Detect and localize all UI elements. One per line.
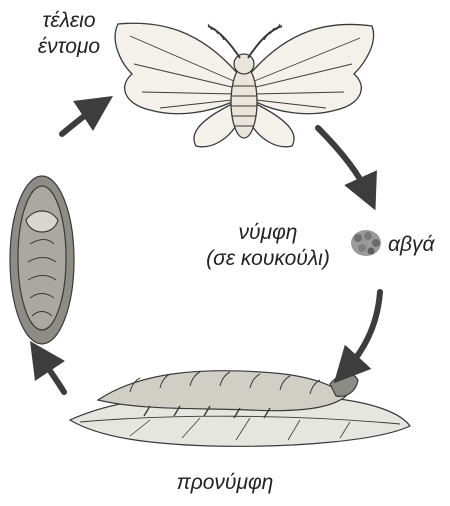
pupa-cocoon-illustration	[10, 176, 74, 344]
arrow-adult-to-eggs	[318, 128, 368, 194]
arrow-eggs-to-larva	[346, 292, 380, 370]
arrow-larva-to-pupa	[40, 356, 64, 392]
adult-stage-label-line1: τέλειο	[24, 8, 114, 34]
pupa-stage-label-line2: (σε κουκούλι)	[178, 246, 358, 272]
eggs-stage-label: αβγά	[388, 232, 434, 258]
adult-stage-label: τέλειο έντομο	[24, 8, 114, 59]
pupa-stage-label: νύμφη (σε κουκούλι)	[178, 220, 358, 271]
arrow-pupa-to-adult	[62, 106, 98, 134]
adult-moth-illustration	[115, 23, 373, 147]
adult-stage-label-line2: έντομο	[24, 34, 114, 60]
larva-illustration	[70, 371, 410, 447]
larva-stage-label: προνύμφη	[150, 470, 300, 496]
pupa-stage-label-line1: νύμφη	[178, 220, 358, 246]
